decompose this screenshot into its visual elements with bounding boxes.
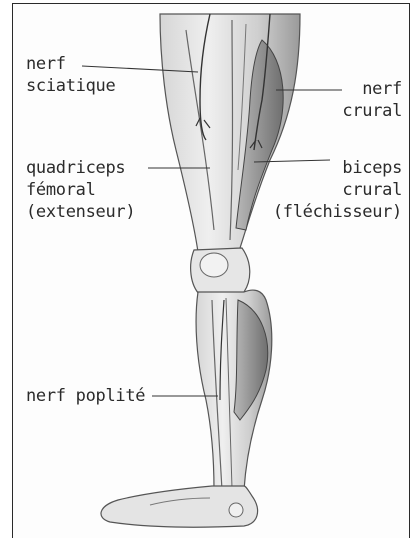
label-nerf-sciatique-line1: nerf xyxy=(26,53,115,75)
label-biceps-line1: biceps xyxy=(273,157,402,179)
label-nerf-poplite: nerf poplité xyxy=(26,385,145,407)
label-quadriceps-line1: quadriceps xyxy=(26,157,135,179)
label-quadriceps: quadriceps fémoral (extenseur) xyxy=(26,157,135,223)
label-biceps-line3: (fléchisseur) xyxy=(273,201,402,223)
label-biceps-line2: crural xyxy=(273,179,402,201)
label-nerf-crural-line1: nerf xyxy=(342,78,402,100)
label-quadriceps-line2: fémoral xyxy=(26,179,135,201)
label-nerf-sciatique: nerf sciatique xyxy=(26,53,115,97)
label-quadriceps-line3: (extenseur) xyxy=(26,201,135,223)
label-nerf-sciatique-line2: sciatique xyxy=(26,75,115,97)
label-biceps: biceps crural (fléchisseur) xyxy=(273,157,402,223)
label-nerf-crural: nerf crural xyxy=(342,78,402,122)
label-nerf-poplite-line1: nerf poplité xyxy=(26,385,145,407)
lower-leg xyxy=(196,290,272,490)
label-nerf-crural-line2: crural xyxy=(342,100,402,122)
